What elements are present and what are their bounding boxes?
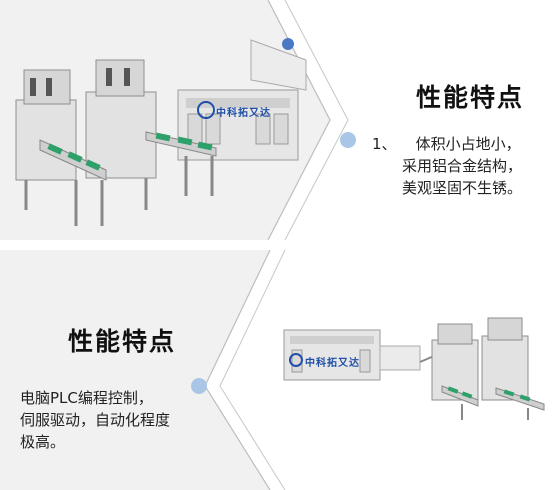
panel-2-dot <box>191 378 207 394</box>
panel-2-description: 电脑PLC编程控制， 伺服驱动，自动化程度 极高。 <box>20 387 205 453</box>
panel-2-title: 性能特点 <box>68 327 177 356</box>
panel-1-line-3: 美观坚固不生锈。 <box>402 179 523 197</box>
mask-machine-image-2 <box>283 317 545 420</box>
panel-2-line-1: 电脑PLC编程控制， <box>20 389 153 407</box>
panel-2-background <box>0 250 286 490</box>
panel-2-line-3: 极高。 <box>20 433 66 451</box>
panel-1-background <box>0 0 356 240</box>
machine-brand-label-1: 中科拓又达 <box>216 108 271 119</box>
machine-brand-label-2: 中科拓又达 <box>305 358 360 369</box>
panel-1-line-1: 1、 体积小占地小， <box>372 135 521 153</box>
panel-2-gray-area <box>0 250 270 490</box>
panel-1-dot <box>340 132 356 148</box>
panel-1-line-2: 采用铝合金结构， <box>402 157 523 175</box>
panel-2-line-2: 伺服驱动，自动化程度 <box>20 411 171 429</box>
feature-panel-2: 性能特点 电脑PLC编程控制， 伺服驱动，自动化程度 极高。 中科拓又达 <box>0 250 553 490</box>
mask-machine-image-1 <box>15 38 307 226</box>
panel-1-description: 1、 体积小占地小， 采用铝合金结构， 美观坚固不生锈。 <box>372 133 552 199</box>
panel-1-title: 性能特点 <box>416 83 525 112</box>
panel-1-gray-area <box>0 0 330 240</box>
feature-panel-1: 中科拓又达 性能特点 1、 体积小占地小， 采用铝合金结构， 美观坚固不生锈。 <box>0 0 553 240</box>
